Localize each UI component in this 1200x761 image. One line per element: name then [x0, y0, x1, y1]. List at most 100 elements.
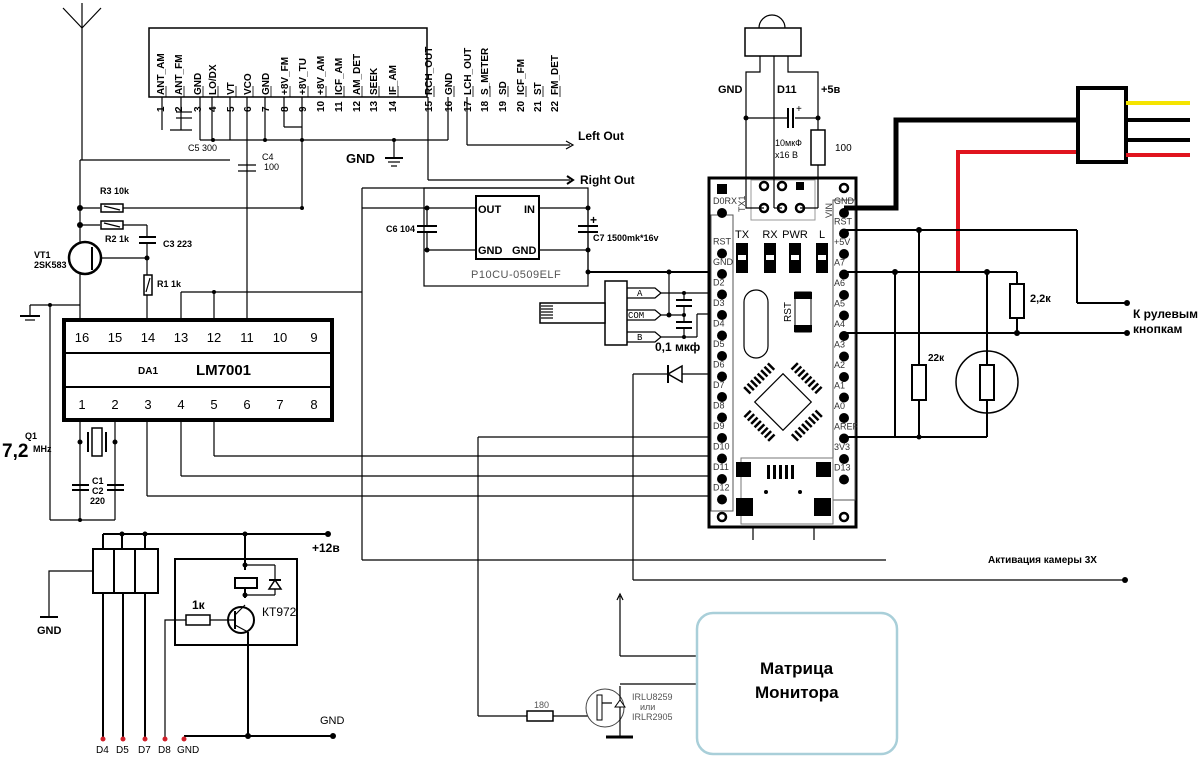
r3-label: R3 10k	[100, 186, 130, 196]
tuner-pin-number: 7	[261, 106, 272, 112]
monitor-driver: 180 IRLU8259 или IRLR2905 Матрица Монито…	[478, 592, 899, 756]
lm7001-pin: 15	[108, 330, 122, 345]
c5-label: C5 300	[188, 143, 217, 153]
nano-pin[interactable]	[717, 289, 727, 300]
nano-pin[interactable]	[839, 454, 849, 464]
right-out-arrow: Right Out	[566, 173, 635, 187]
steering-label-2: кнопкам	[1133, 322, 1183, 336]
connector-pin-label: D4	[96, 745, 109, 756]
tuner-pin-name: GND	[193, 73, 204, 95]
connector-pin-dot	[162, 736, 168, 742]
ir-gnd-label: GND	[718, 84, 743, 96]
nano-pin[interactable]	[717, 453, 727, 464]
lm7001-pin: 1	[78, 397, 85, 412]
tuner-pin-number: 2	[174, 106, 185, 112]
regulator-out-label: OUT	[478, 204, 502, 216]
monitor-label-1: Матрица	[760, 659, 834, 678]
nano-pin[interactable]	[717, 330, 727, 341]
tuner-pin-name: AM_DET	[352, 54, 363, 95]
tuner-pin-number: 14	[388, 100, 399, 112]
nano-pin[interactable]	[717, 392, 727, 402]
tuner-pin-name: ST	[533, 82, 544, 95]
resistor-2k2-label: 2,2к	[1030, 293, 1051, 305]
crystal-frequency: 7,2	[2, 441, 28, 462]
nano-pin[interactable]	[717, 474, 727, 484]
nano-pin[interactable]	[717, 494, 727, 505]
tuner-pin-name: LCH_OUT	[463, 48, 474, 95]
lm7001-pin: 13	[174, 330, 188, 345]
left-out-label: Left Out	[578, 129, 624, 143]
nano-pin-label: D9	[713, 421, 725, 431]
nano-pin[interactable]	[839, 249, 849, 259]
lm7001-ref: DA1	[138, 366, 158, 377]
gnd-bottom-label: GND	[320, 715, 345, 727]
crystal-q1: Q1 7,2 MHz C1 C2 220	[2, 420, 124, 522]
nano-pin-label: D13	[834, 463, 851, 473]
nano-pin[interactable]	[839, 351, 849, 362]
nano-pin[interactable]	[839, 413, 849, 423]
nano-pin-label: 3V3	[834, 442, 850, 452]
mosfet-or: или	[640, 702, 655, 712]
lm7001-pin: 7	[276, 397, 283, 412]
connector-pin-dot	[100, 736, 106, 742]
r2-label: R2 1k	[105, 234, 130, 244]
nano-pin-label: D12	[713, 483, 730, 493]
nano-pin[interactable]	[717, 412, 727, 423]
nano-pin[interactable]	[839, 372, 849, 382]
vt1-part-label: 2SK583	[34, 260, 67, 270]
nano-pin-label: A6	[834, 278, 845, 288]
connector-pin-label: D5	[116, 745, 129, 756]
nano-pin[interactable]	[839, 290, 849, 300]
connector-pin-dot	[142, 736, 148, 742]
monitor-matrix-box	[695, 611, 899, 756]
nano-pin-label: A2	[834, 360, 845, 370]
kt972-label: КТ972	[262, 605, 297, 619]
nano-pin-label: D8	[713, 401, 725, 411]
tuner-pin-number: 6	[243, 106, 254, 112]
right-out-label: Right Out	[580, 173, 635, 187]
nano-pin[interactable]	[839, 474, 849, 485]
nano-pin[interactable]	[717, 248, 727, 259]
power-connector	[844, 86, 1190, 272]
nano-pin-label: +5V	[834, 237, 850, 247]
nano-pin[interactable]	[839, 392, 849, 403]
nano-led-label: PWR	[782, 229, 808, 241]
nano-pin-label: A7	[834, 258, 845, 268]
tuner-pin-number: 10	[316, 100, 327, 112]
tuner-pin-name: LO/DX	[208, 64, 219, 95]
tuner-pin-name: ANT_FM	[174, 54, 185, 95]
lm7001-pin: 14	[141, 330, 155, 345]
nano-pin[interactable]	[839, 310, 849, 321]
connector-pin-label: D7	[138, 745, 151, 756]
tuner-pin-name: +8V_AM	[316, 56, 327, 95]
nano-pin[interactable]	[717, 269, 727, 279]
crystal-unit: MHz	[33, 444, 52, 454]
lm7001-pin: 11	[240, 330, 254, 345]
tuner-pin-number: 19	[498, 100, 509, 112]
tuner-pin-name: VT	[226, 82, 237, 95]
tuner-pin-name: IF_AM	[388, 65, 399, 95]
tuner-pin-number: 15	[424, 100, 435, 112]
nano-pin[interactable]	[717, 433, 727, 443]
nano-pin[interactable]	[717, 371, 727, 382]
ir-d11-label: D11	[777, 84, 797, 96]
c7-label: C7 1500mk*16v	[593, 233, 659, 243]
lm7001-pin: 16	[75, 330, 89, 345]
nano-pin-label: D5	[713, 339, 725, 349]
diode-d6: Активация камеры 3Х	[632, 364, 1128, 583]
nano-pin[interactable]	[717, 310, 727, 320]
c1-label: C1	[92, 476, 104, 486]
tuner-pin-number: 16	[444, 100, 455, 112]
ir-5v-label: +5в	[821, 84, 841, 96]
nano-pin[interactable]	[717, 351, 727, 361]
tuner-pin-number: 20	[516, 100, 527, 112]
nano-pin-label: A5	[834, 299, 845, 309]
tuner-pin-number: 4	[208, 106, 219, 112]
nano-pin[interactable]	[717, 208, 727, 218]
